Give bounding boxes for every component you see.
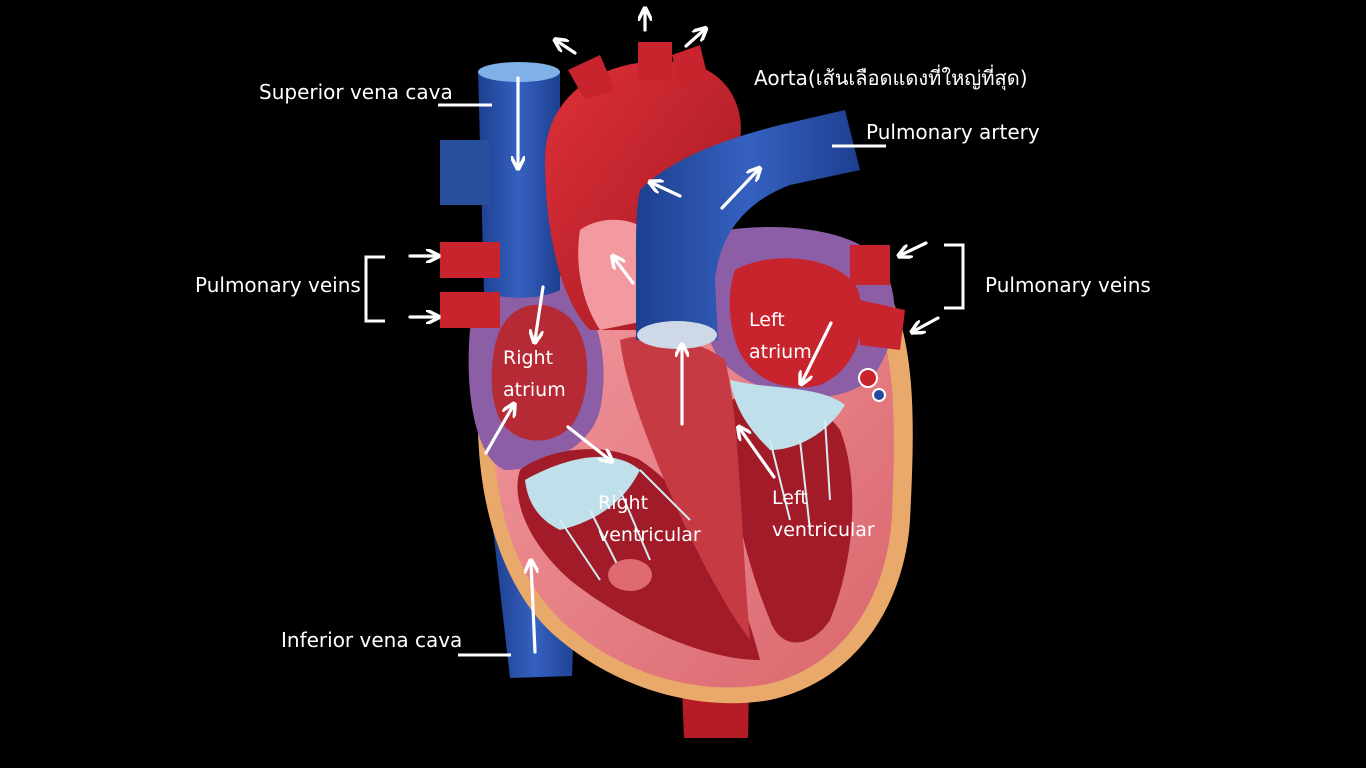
label-left-ventricular-line2: ventricular — [772, 519, 875, 541]
left-atrium-chamber — [729, 258, 863, 388]
arrow-flow — [901, 241, 928, 255]
label-right-ventricular-line1: Right — [598, 492, 649, 514]
label-inferior-vena-cava: Inferior vena cava — [281, 628, 463, 652]
aorta-branch-3 — [672, 45, 708, 90]
label-aorta: Aorta(เส้นเลือดแดงที่ใหญ่ที่สุด) — [754, 66, 1028, 90]
arrow-flow — [484, 406, 513, 455]
arrow-flow — [557, 41, 577, 55]
label-right-atrium-line2: atrium — [503, 379, 566, 401]
label-left-atrium: Left atrium — [749, 304, 812, 368]
tricuspid-valve — [525, 456, 640, 530]
label-right-atrium-line1: Right — [503, 347, 554, 369]
arrow-flow — [914, 316, 940, 331]
leader-lines — [364, 103, 965, 657]
pulmonary-vein-right-lower — [860, 300, 905, 350]
arrow-flow — [652, 183, 682, 198]
label-left-atrium-line1: Left — [749, 309, 785, 331]
pulmonary-valve — [637, 321, 717, 349]
label-right-ventricular: Right ventricular — [598, 487, 701, 551]
coronary-vein — [872, 388, 886, 402]
coronary-artery — [858, 368, 878, 388]
mitral-valve — [730, 380, 845, 450]
pulmonary-vein-left-lower — [440, 292, 500, 328]
pulmonary-vein-right-upper — [850, 245, 890, 285]
aorta-branch-2 — [638, 42, 672, 80]
aorta-branch-1 — [568, 55, 615, 100]
label-right-atrium: Right atrium — [503, 342, 566, 406]
label-pulmonary-veins-right: Pulmonary veins — [985, 273, 1151, 297]
label-right-ventricular-line2: ventricular — [598, 524, 701, 546]
svc-opening — [478, 62, 560, 82]
arrow-flow — [614, 258, 635, 285]
svc-branch — [440, 140, 490, 205]
label-pulmonary-veins-left: Pulmonary veins — [195, 273, 361, 297]
aortic-root — [578, 219, 655, 330]
label-pulmonary-artery: Pulmonary artery — [866, 120, 1040, 144]
papillary-muscle — [608, 559, 652, 591]
pulmonary-artery-vessel — [636, 110, 860, 340]
arrow-flow — [566, 425, 610, 460]
septum — [620, 336, 750, 640]
pulmonary-vein-left-upper — [440, 242, 500, 278]
label-left-ventricular: Left ventricular — [772, 482, 875, 546]
label-superior-vena-cava: Superior vena cava — [259, 80, 453, 104]
arrow-flow — [531, 563, 535, 654]
arrow-flow — [684, 30, 704, 48]
label-left-ventricular-line1: Left — [772, 487, 808, 509]
bracket-pulmonary-veins-right — [944, 243, 965, 310]
label-left-atrium-line2: atrium — [749, 341, 812, 363]
bracket-pulmonary-veins-left — [364, 255, 385, 323]
arrow-flow — [740, 429, 776, 479]
chordae-tendineae — [559, 419, 831, 581]
arrow-flow — [535, 285, 545, 340]
flow-arrows — [408, 11, 940, 654]
arrow-flow — [720, 170, 758, 210]
superior-vena-cava-vessel — [478, 64, 560, 298]
arrow-flow — [802, 321, 833, 382]
